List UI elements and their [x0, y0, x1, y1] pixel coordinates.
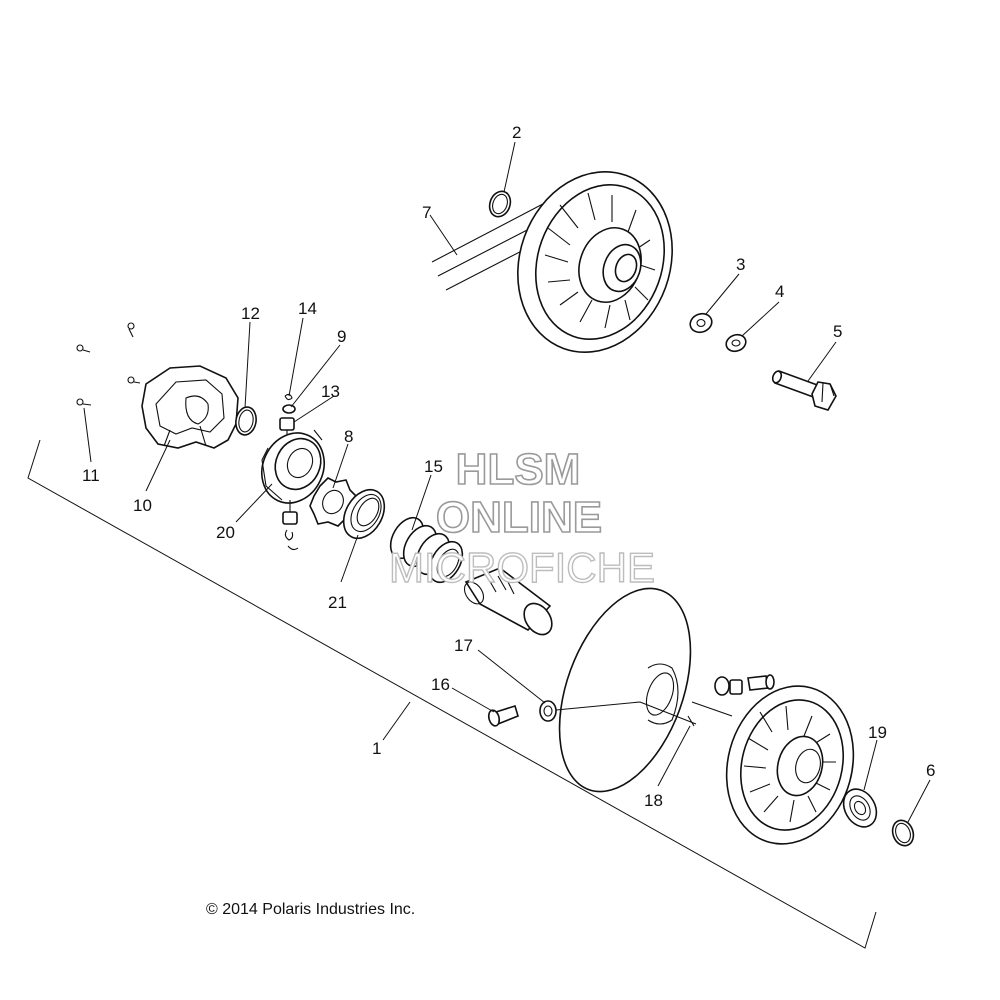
- callout-4: 4: [775, 282, 784, 301]
- fixed-sheave: [725, 685, 855, 845]
- callout-10: 10: [133, 496, 152, 515]
- screws-11: [76, 322, 141, 406]
- leader-lines: [83, 141, 931, 823]
- callout-2: 2: [512, 123, 521, 142]
- top-roller-stack: [279, 393, 296, 442]
- callout-12: 12: [241, 304, 260, 323]
- copyright-text: © 2014 Polaris Industries Inc.: [206, 901, 415, 918]
- callout-21: 21: [328, 593, 347, 612]
- callout-1: 1: [372, 739, 381, 758]
- bearing-19: [842, 788, 878, 828]
- washer-3: [689, 312, 713, 334]
- callout-17: 17: [454, 636, 473, 655]
- rod-18: [555, 701, 733, 727]
- callout-20: 20: [216, 523, 235, 542]
- callout-3: 3: [736, 255, 745, 274]
- callout-5: 5: [833, 322, 842, 341]
- pin-16: [487, 704, 519, 727]
- spring-15: [389, 516, 464, 584]
- assembly-bracket: [27, 439, 877, 949]
- callout-18: 18: [644, 791, 663, 810]
- washer-4: [725, 333, 747, 353]
- bushing-17: [539, 700, 557, 722]
- callout-labels: 1 2 3 4 5 6 7 8 9 10 11 12 13 14 15 16 1…: [82, 123, 935, 810]
- roller-pin-upper: [714, 674, 775, 696]
- spider-cover-10: [141, 365, 239, 449]
- watermark: HLSM ONLINE MICROFICHE: [388, 444, 655, 592]
- upper-clutch-sheave: [517, 171, 673, 353]
- retaining-ring-2: [488, 190, 512, 218]
- retaining-ring-12: [235, 406, 257, 436]
- retaining-ring-6: [891, 819, 915, 847]
- watermark-line-3: MICROFICHE: [389, 544, 655, 591]
- callout-16: 16: [431, 675, 450, 694]
- callout-19: 19: [868, 723, 887, 742]
- watermark-line-2: ONLINE: [436, 493, 602, 542]
- callout-14: 14: [298, 299, 317, 318]
- callout-8: 8: [344, 427, 353, 446]
- callout-9: 9: [337, 327, 346, 346]
- callout-7: 7: [422, 203, 431, 222]
- shaft-sleeve: [463, 567, 553, 636]
- callout-13: 13: [321, 382, 340, 401]
- callout-11: 11: [82, 466, 100, 485]
- callout-6: 6: [926, 761, 935, 780]
- bolt-5: [771, 369, 837, 411]
- movable-sheave-disc: [558, 587, 692, 793]
- bushing-21: [342, 488, 386, 540]
- callout-15: 15: [424, 457, 443, 476]
- watermark-line-1: HLSM: [456, 445, 581, 494]
- roller-housing-20: [261, 429, 325, 551]
